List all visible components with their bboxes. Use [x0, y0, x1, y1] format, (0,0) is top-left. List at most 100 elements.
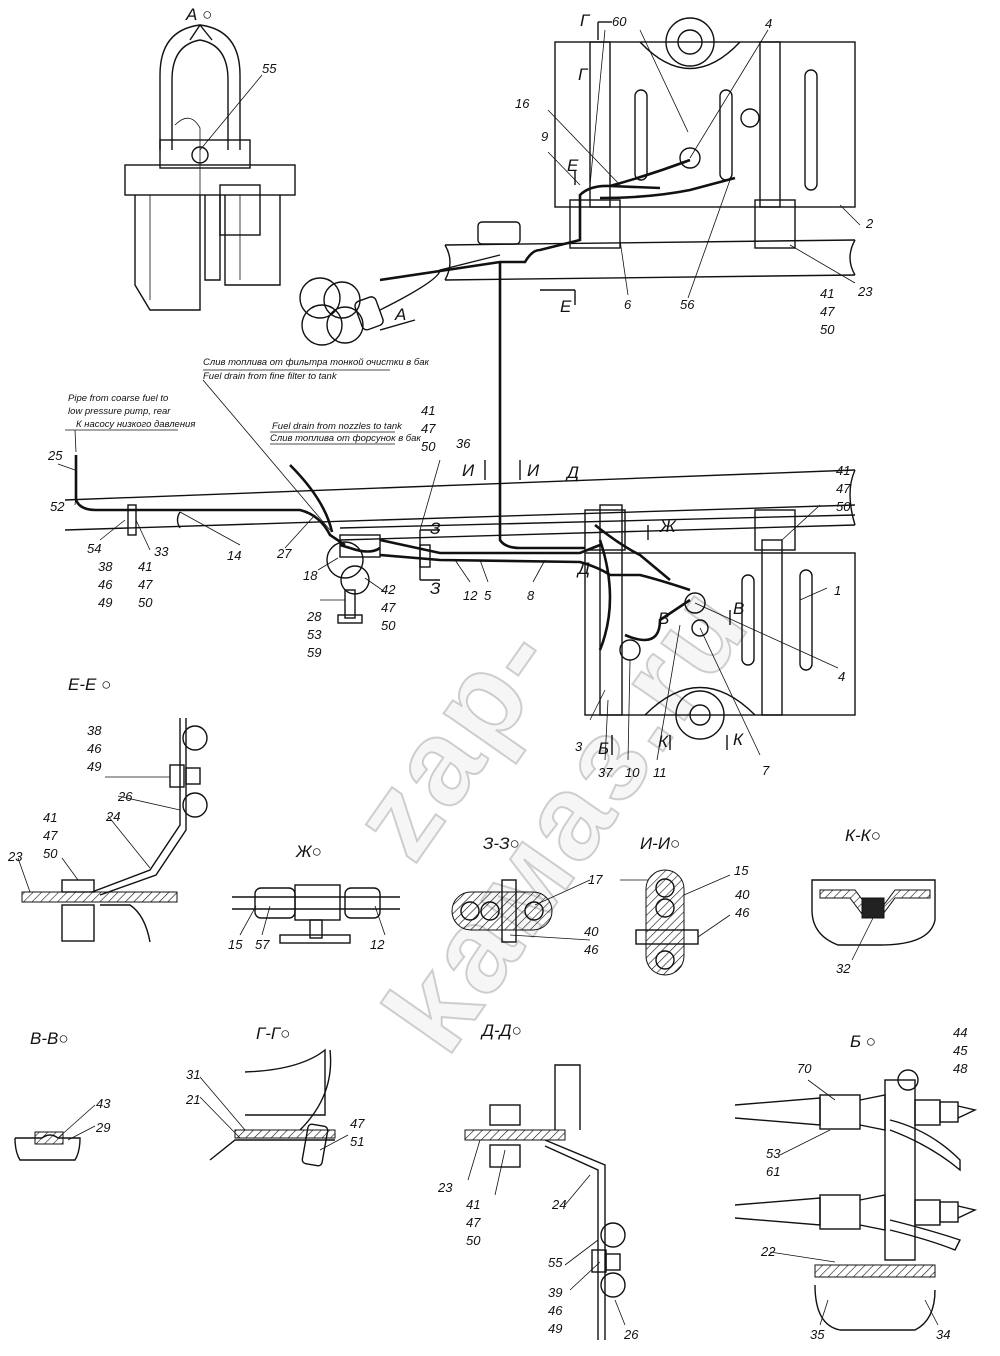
ee-callout-50: 50	[43, 846, 58, 861]
callout-stack-28: 28 53 59	[307, 610, 321, 659]
callout-right-41: 41	[836, 463, 851, 478]
fuel-tank-2	[554, 17, 856, 249]
callout-right-47: 47	[836, 481, 851, 496]
callout-38: 38	[98, 559, 113, 574]
dd-callout-47: 47	[466, 1215, 481, 1230]
view-title-a: А ○	[186, 5, 213, 24]
fuel-tank-1	[584, 504, 856, 756]
zh-callout-57: 57	[255, 937, 270, 952]
callout-12: 12	[463, 588, 478, 603]
callout-stack-top: 41 47 50	[820, 287, 834, 336]
ee-callout-23: 23	[8, 849, 23, 864]
callout-33: 33	[154, 544, 169, 559]
ii-callout-15: 15	[734, 863, 749, 878]
b-stack-44: 44 45 48	[953, 1026, 967, 1075]
view-a-drawing	[124, 23, 296, 311]
section-ee-drawing	[17, 718, 208, 943]
mark-d-top: Д	[567, 463, 579, 482]
callout-56: 56	[680, 297, 695, 312]
note-fine-filter-en: Fuel drain from fine filter to tank	[203, 371, 337, 382]
mark-a-arrow: А	[395, 305, 407, 324]
mark-e-bottom: Е	[560, 297, 572, 316]
callout-2: 2	[866, 216, 874, 231]
gg-callout-21: 21	[186, 1092, 201, 1107]
mark-v-right: В	[733, 599, 745, 618]
callout-top-47: 47	[820, 304, 835, 319]
zz-stack-40: 40 46	[584, 925, 598, 956]
callout-14: 14	[227, 548, 242, 563]
callout-37: 37	[598, 765, 613, 780]
note-pipe-ru: К насосу низкого давления	[76, 419, 196, 430]
mark-i-left: И	[462, 461, 475, 480]
callout-top-41: 41	[820, 286, 835, 301]
mark-b: Б	[598, 739, 610, 758]
callout-1: 1	[834, 583, 842, 598]
zz-callout-17: 17	[588, 872, 603, 887]
callout-mid-50: 50	[421, 439, 436, 454]
callout-right-50: 50	[836, 499, 851, 514]
callout-42-50: 50	[381, 618, 396, 633]
vv-callout-29: 29	[96, 1120, 111, 1135]
dd-stack-41: 41 47 50	[466, 1198, 480, 1247]
ee-callout-49: 49	[87, 759, 102, 774]
section-gg-drawing	[199, 1048, 349, 1167]
dd-callout-55: 55	[548, 1255, 563, 1270]
callout-5: 5	[484, 588, 492, 603]
callout-6: 6	[624, 297, 632, 312]
callout-mid-47: 47	[421, 421, 436, 436]
mark-zh: Ж	[660, 517, 676, 536]
section-kk-drawing	[811, 879, 936, 961]
frame-rail-top	[444, 221, 856, 281]
b-callout-61: 61	[766, 1164, 781, 1179]
callout-7: 7	[762, 763, 770, 778]
leaders	[57, 29, 861, 761]
view-title-zz: З-З○	[483, 834, 520, 853]
section-dd-drawing	[464, 1064, 626, 1340]
gg-callout-47: 47	[350, 1116, 365, 1131]
callout-stack-mid: 41 47 50	[421, 404, 435, 453]
callout-16: 16	[515, 96, 530, 111]
callout-top-50: 50	[820, 322, 835, 337]
b-callout-48: 48	[953, 1061, 968, 1076]
callout-59: 59	[307, 645, 322, 660]
zh-callout-15: 15	[228, 937, 243, 952]
section-ii-drawing	[620, 869, 731, 976]
b-stack-53: 53 61	[766, 1147, 780, 1178]
view-title-gg: Г-Г○	[256, 1024, 291, 1043]
ii-callout-40: 40	[735, 887, 750, 902]
gg-callout-31: 31	[186, 1067, 201, 1082]
dd-callout-50: 50	[466, 1233, 481, 1248]
callout-46: 46	[98, 577, 113, 592]
mark-k-right: К	[733, 730, 744, 749]
b-callout-70: 70	[797, 1061, 812, 1076]
dd-callout-23: 23	[438, 1180, 453, 1195]
callout-42: 42	[381, 582, 396, 597]
fuel-lines	[74, 158, 736, 651]
gg-callout-51: 51	[350, 1134, 365, 1149]
view-title-b: Б ○	[850, 1032, 877, 1051]
callout-28: 28	[307, 609, 322, 624]
ee-callout-46: 46	[87, 741, 102, 756]
ee-stack-41: 41 47 50	[43, 811, 57, 860]
view-title-vv: В-В○	[30, 1029, 69, 1048]
callout-9: 9	[541, 129, 549, 144]
view-title-kk: К-К○	[845, 826, 881, 845]
mark-d-mid: Д	[578, 559, 590, 578]
dd-callout-49: 49	[548, 1321, 563, 1336]
dd-stack-39: 39 46 49	[548, 1286, 562, 1335]
dd-callout-46: 46	[548, 1303, 563, 1318]
dd-callout-39: 39	[548, 1285, 563, 1300]
callout-4: 4	[765, 16, 773, 31]
callout-left-47: 47	[138, 577, 153, 592]
note-pipe-en-2: low pressure pump, rear	[68, 406, 171, 417]
callout-10: 10	[625, 765, 640, 780]
view-title-ii: И-И○	[640, 834, 681, 853]
callout-stack-left-b: 41 47 50	[138, 560, 152, 609]
ee-callout-38: 38	[87, 723, 102, 738]
ii-callout-46: 46	[735, 905, 750, 920]
callout-42-47: 47	[381, 600, 396, 615]
ii-stack-40: 40 46	[735, 888, 749, 919]
dd-callout-41: 41	[466, 1197, 481, 1212]
mark-e-top: Е	[567, 156, 579, 175]
